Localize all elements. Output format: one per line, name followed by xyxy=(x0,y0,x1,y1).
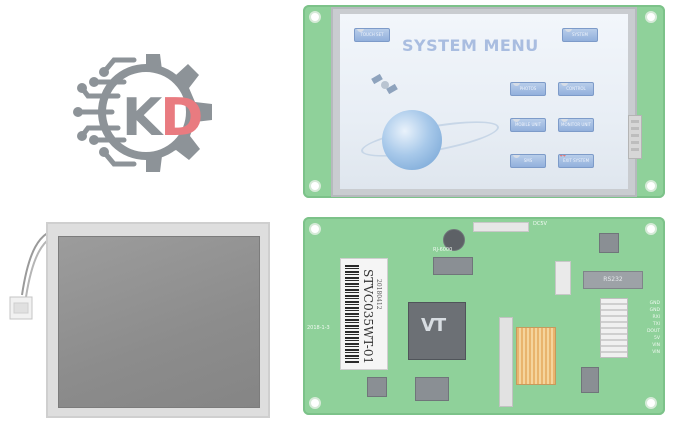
screen-title: SYSTEM MENU xyxy=(402,36,539,55)
gear-icon xyxy=(565,29,572,32)
mount-hole xyxy=(309,223,321,235)
pin-label: GND xyxy=(649,301,660,306)
screen-button-monitor-unit: MONITOR UNIT xyxy=(558,118,594,132)
label-code: 20180412 xyxy=(375,279,382,310)
screen-button-exit-system: ✖ EXIT SYSTEM xyxy=(558,154,594,168)
screen-button-sms: SMS xyxy=(510,154,546,168)
screen-button-touch-set: TOUCH SET xyxy=(354,28,390,42)
mount-hole xyxy=(309,180,321,192)
display-bezel: SYSTEM MENU TOUCH SET SYSTEM PHOTOS CONT… xyxy=(331,7,637,197)
gear-icon xyxy=(357,29,364,32)
pcb-date-mark: 2018-1-3 xyxy=(307,325,330,331)
flash-chip xyxy=(433,257,473,275)
mount-hole xyxy=(309,11,321,23)
satellite-icon xyxy=(371,73,398,95)
phone-icon xyxy=(513,119,520,122)
mount-hole xyxy=(645,11,657,23)
mount-hole xyxy=(645,223,657,235)
globe-icon xyxy=(382,110,442,170)
pin-label: 5V xyxy=(654,336,660,341)
pin-label: TXI xyxy=(652,322,660,327)
mount-hole xyxy=(645,397,657,409)
pin-label: VIN xyxy=(652,343,660,348)
kd-logo: K D xyxy=(64,30,228,194)
logo-text: K D xyxy=(122,88,232,148)
close-icon: ✖ xyxy=(559,154,567,160)
small-ic xyxy=(367,377,387,397)
battery-holder xyxy=(555,261,571,295)
message-icon xyxy=(513,155,520,158)
barcode xyxy=(345,265,359,363)
mount-hole xyxy=(645,180,657,192)
side-connector xyxy=(628,115,642,159)
main-controller-chip: VT xyxy=(408,302,466,360)
pin-label: RXI xyxy=(652,315,660,320)
screen-button-system: SYSTEM xyxy=(562,28,598,42)
screen-button-mobile-unit: MOBILE UNIT xyxy=(510,118,546,132)
fpc-ribbon xyxy=(516,327,556,385)
pin-label: VIN xyxy=(652,350,660,355)
screen-button-control: CONTROL xyxy=(558,82,594,96)
product-label: STVC035WT-01 20180412 xyxy=(340,258,388,370)
lcd-screen: SYSTEM MENU TOUCH SET SYSTEM PHOTOS CONT… xyxy=(340,14,628,189)
screen-button-photos: PHOTOS xyxy=(510,82,546,96)
pcb-mark-chip: RJ-6000 xyxy=(433,247,453,253)
control-icon xyxy=(561,83,568,86)
chip-logo: VT xyxy=(421,315,446,336)
bare-lcd-panel xyxy=(46,222,270,418)
panel-glass xyxy=(58,236,260,408)
inductor xyxy=(443,229,465,251)
pcb-mark-power: DC5V xyxy=(533,221,547,227)
logo-letter-d: D xyxy=(160,88,203,148)
photo-icon xyxy=(513,83,520,86)
pin-header xyxy=(600,298,628,358)
pin-labels: GND GND RXI TXI DOUT 5V VIN VIN xyxy=(630,300,660,356)
logo-letter-k: K xyxy=(122,88,162,148)
regulator-chip xyxy=(599,233,619,253)
driver-ic xyxy=(581,367,599,393)
label-model: STVC035WT-01 xyxy=(361,269,375,365)
pin-label: DOUT xyxy=(646,329,660,334)
fpc-socket xyxy=(499,317,513,407)
monitor-icon xyxy=(561,119,568,122)
sram-chip xyxy=(415,377,449,401)
pin-label: GND xyxy=(649,308,660,313)
display-module-front: SYSTEM MENU TOUCH SET SYSTEM PHOTOS CONT… xyxy=(303,5,665,198)
rs232-connector: RS232 xyxy=(583,271,643,289)
mount-hole xyxy=(309,397,321,409)
top-connector xyxy=(473,222,529,232)
gear-icon xyxy=(73,54,212,172)
